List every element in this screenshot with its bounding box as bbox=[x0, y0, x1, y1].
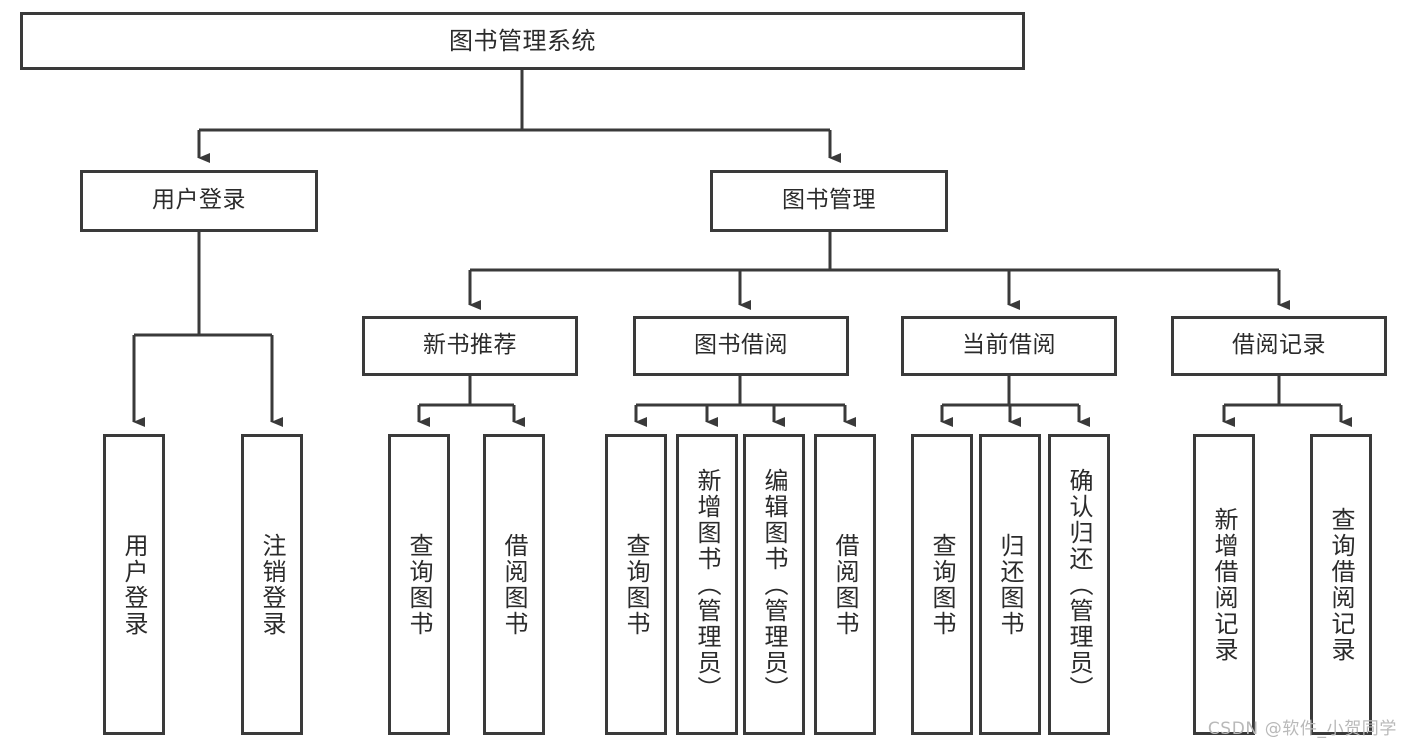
leaf-logout[interactable]: 注销登录 bbox=[241, 434, 303, 735]
leaf-add-book-admin-label: 新增图书（管理员） bbox=[693, 467, 721, 702]
node-borrow-record-label: 借阅记录 bbox=[1232, 332, 1326, 359]
leaf-borrow-book-recommend-label: 借阅图书 bbox=[500, 532, 528, 637]
leaf-return-book[interactable]: 归还图书 bbox=[979, 434, 1041, 735]
leaf-query-book-recommend[interactable]: 查询图书 bbox=[388, 434, 450, 735]
node-current-borrow-label: 当前借阅 bbox=[962, 332, 1056, 359]
node-book-management[interactable]: 图书管理 bbox=[710, 170, 948, 232]
leaf-add-borrow-record[interactable]: 新增借阅记录 bbox=[1193, 434, 1255, 735]
leaf-edit-book-admin[interactable]: 编辑图书（管理员） bbox=[743, 434, 805, 735]
node-root-label: 图书管理系统 bbox=[449, 26, 596, 55]
leaf-query-book-current-label: 查询图书 bbox=[928, 532, 956, 637]
watermark: CSDN @软件_小贺同学 bbox=[1207, 719, 1397, 739]
node-new-book-recommend-label: 新书推荐 bbox=[423, 332, 517, 359]
leaf-confirm-return-admin-label: 确认归还（管理员） bbox=[1065, 467, 1093, 702]
leaf-borrow-book[interactable]: 借阅图书 bbox=[814, 434, 876, 735]
leaf-query-borrow-record[interactable]: 查询借阅记录 bbox=[1310, 434, 1372, 735]
node-book-management-label: 图书管理 bbox=[782, 187, 876, 214]
node-root[interactable]: 图书管理系统 bbox=[20, 12, 1025, 70]
leaf-logout-label: 注销登录 bbox=[258, 532, 286, 637]
node-current-borrow[interactable]: 当前借阅 bbox=[901, 316, 1117, 376]
leaf-borrow-book-recommend[interactable]: 借阅图书 bbox=[483, 434, 545, 735]
leaf-confirm-return-admin[interactable]: 确认归还（管理员） bbox=[1048, 434, 1110, 735]
leaf-query-borrow-record-label: 查询借阅记录 bbox=[1327, 506, 1355, 663]
leaf-edit-book-admin-label: 编辑图书（管理员） bbox=[760, 467, 788, 702]
leaf-return-book-label: 归还图书 bbox=[996, 532, 1024, 637]
leaf-query-book-borrow[interactable]: 查询图书 bbox=[605, 434, 667, 735]
node-borrow-record[interactable]: 借阅记录 bbox=[1171, 316, 1387, 376]
leaf-user-login[interactable]: 用户登录 bbox=[103, 434, 165, 735]
leaf-borrow-book-label: 借阅图书 bbox=[831, 532, 859, 637]
node-book-borrow-label: 图书借阅 bbox=[694, 332, 788, 359]
leaf-add-book-admin[interactable]: 新增图书（管理员） bbox=[676, 434, 738, 735]
leaf-user-login-label: 用户登录 bbox=[120, 532, 148, 637]
leaf-query-book-borrow-label: 查询图书 bbox=[622, 532, 650, 637]
leaf-add-borrow-record-label: 新增借阅记录 bbox=[1210, 506, 1238, 663]
leaf-query-book-current[interactable]: 查询图书 bbox=[911, 434, 973, 735]
node-new-book-recommend[interactable]: 新书推荐 bbox=[362, 316, 578, 376]
node-user-login[interactable]: 用户登录 bbox=[80, 170, 318, 232]
leaf-query-book-recommend-label: 查询图书 bbox=[405, 532, 433, 637]
node-user-login-label: 用户登录 bbox=[152, 187, 246, 214]
node-book-borrow[interactable]: 图书借阅 bbox=[633, 316, 849, 376]
